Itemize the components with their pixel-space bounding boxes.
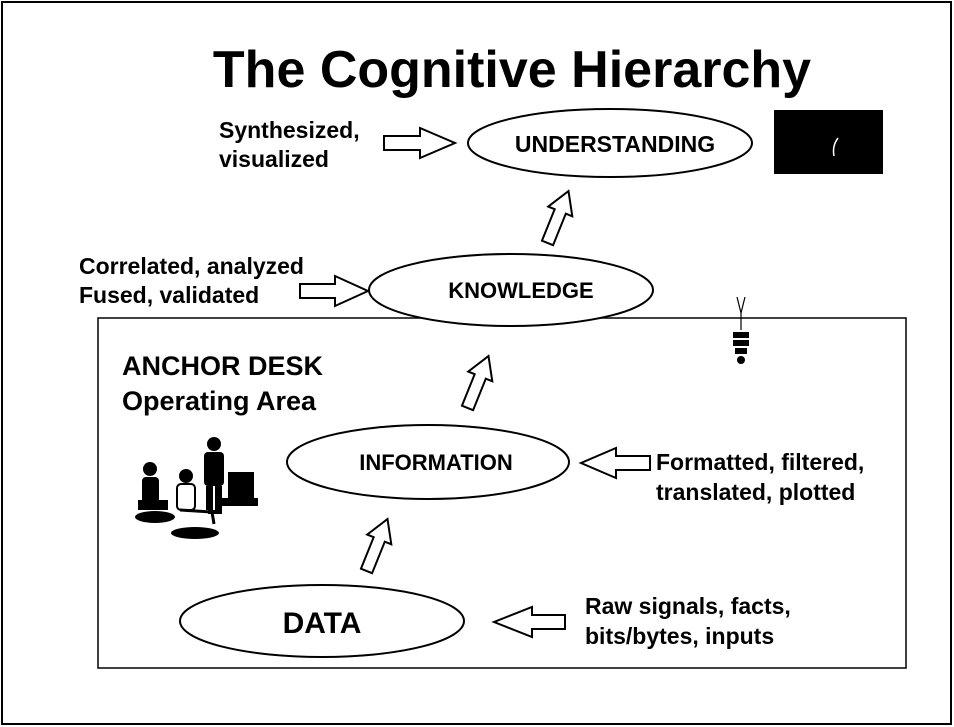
arrow-left-to-information	[578, 446, 651, 480]
dark-image-box	[774, 110, 883, 174]
area-label-line2: Operating Area	[122, 386, 317, 416]
data-ellipse	[179, 584, 465, 658]
arrow-up-information-to-knowledge	[460, 354, 494, 412]
information-ellipse	[286, 424, 570, 500]
knowledge-process-line2: Fused, validated	[79, 282, 259, 308]
knowledge-label: KNOWLEDGE	[448, 278, 593, 303]
people-at-desk-icon	[135, 437, 258, 539]
arrow-right-to-knowledge	[299, 274, 371, 308]
page-title: The Cognitive Hierarchy	[213, 41, 811, 99]
understanding-process-line2: visualized	[219, 146, 329, 172]
area-label-line1: ANCHOR DESK	[122, 351, 324, 381]
lightbulb-icon	[733, 296, 749, 364]
arrow-up-data-to-information	[359, 517, 393, 575]
information-process-line1: Formatted, filtered,	[656, 449, 864, 475]
knowledge-process-line1: Correlated, analyzed	[79, 253, 304, 279]
information-process-line2: translated, plotted	[656, 479, 855, 505]
information-label: INFORMATION	[359, 450, 513, 475]
arrow-up-knowledge-to-understanding	[540, 189, 574, 247]
arrow-right-to-understanding	[383, 126, 458, 160]
arrow-left-to-data	[491, 605, 566, 639]
understanding-ellipse	[467, 108, 753, 178]
knowledge-ellipse	[368, 253, 654, 327]
dark-image-box-mark	[832, 137, 839, 157]
data-process-line1: Raw signals, facts,	[585, 593, 791, 619]
understanding-process-line1: Synthesized,	[219, 117, 360, 143]
data-process-line2: bits/bytes, inputs	[585, 623, 774, 649]
data-label: DATA	[283, 607, 362, 640]
understanding-label: UNDERSTANDING	[515, 131, 715, 157]
